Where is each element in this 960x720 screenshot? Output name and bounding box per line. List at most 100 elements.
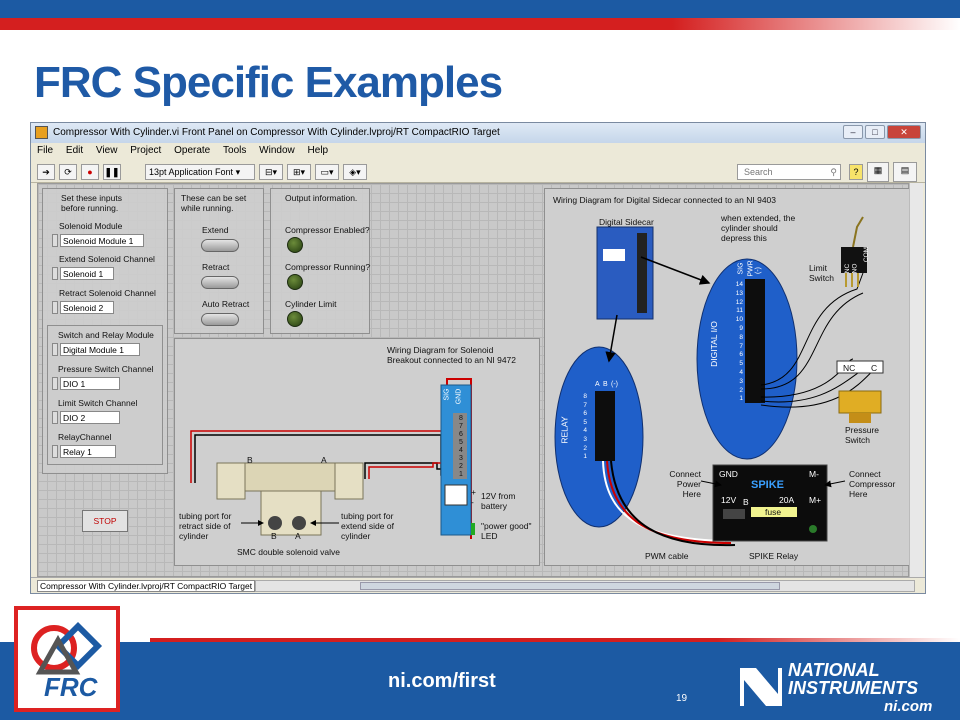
io-col-sig: SIG — [737, 262, 745, 275]
minimize-button[interactable]: – — [843, 125, 863, 139]
depress-note: when extended, the cylinder should depre… — [721, 213, 796, 243]
menu-window[interactable]: Window — [259, 145, 295, 156]
menu-tools[interactable]: Tools — [223, 145, 247, 156]
font-select-value: 13pt Application Font — [149, 167, 234, 177]
com-label: COM — [863, 246, 871, 263]
footer-url[interactable]: ni.com/first — [388, 670, 496, 692]
distribute-icon[interactable]: ⊞▾ — [287, 164, 311, 180]
search-placeholder: Search — [744, 167, 773, 177]
relay-channel-spinner[interactable] — [52, 445, 58, 458]
stop-button[interactable]: STOP — [82, 510, 128, 532]
inputs-group: Set these inputs before running. Solenoi… — [42, 188, 168, 474]
pin-1: 1 — [459, 471, 463, 478]
reorder-icon[interactable]: ◈▾ — [343, 164, 367, 180]
abort-icon[interactable]: ● — [81, 164, 99, 180]
close-button[interactable]: ✕ — [887, 125, 921, 139]
auto-retract-label: Auto Retract — [202, 299, 250, 309]
io-row: 5 — [739, 360, 743, 368]
digital-sidecar-label: Digital Sidecar — [599, 217, 654, 227]
relay-col-gnd: (-) — [611, 381, 618, 388]
vertical-scrollbar[interactable] — [909, 183, 923, 577]
resize-icon[interactable]: ▭▾ — [315, 164, 339, 180]
menu-bar: File Edit View Project Operate Tools Win… — [31, 145, 925, 161]
pressure-channel-spinner[interactable] — [52, 377, 58, 390]
labview-window: Compressor With Cylinder.vi Front Panel … — [30, 122, 926, 594]
spike-m-plus-label: M+ — [809, 495, 822, 505]
cylinder-limit-label: Cylinder Limit — [285, 299, 337, 309]
relay-row: 7 — [583, 401, 587, 409]
plus-terminal: + — [471, 487, 476, 497]
menu-edit[interactable]: Edit — [65, 145, 84, 156]
io-col-gnd: (-) — [755, 267, 762, 274]
spike-gnd-label: GND — [719, 469, 738, 479]
relay-channel-field[interactable]: Relay 1 — [60, 445, 116, 458]
menu-view[interactable]: View — [95, 145, 118, 156]
menu-project[interactable]: Project — [130, 145, 162, 156]
menu-help[interactable]: Help — [307, 145, 329, 156]
retract-channel-field[interactable]: Solenoid 2 — [60, 301, 114, 314]
search-input[interactable]: Search⚲ — [737, 164, 841, 180]
extend-channel-field[interactable]: Solenoid 1 — [60, 267, 114, 280]
retract-toggle[interactable] — [201, 276, 239, 289]
runtime-controls-group: These can be set while running. Extend R… — [174, 188, 264, 334]
switch-module-field[interactable]: Digital Module 1 — [60, 343, 140, 356]
toolbar: ➔ ⟳ ● ❚❚ 13pt Application Font ▾ ⊟▾ ⊞▾ ▭… — [31, 161, 925, 183]
solenoid-module-label: Solenoid Module — [59, 221, 123, 231]
extend-channel-spinner[interactable] — [52, 267, 58, 280]
menu-operate[interactable]: Operate — [174, 145, 211, 156]
horizontal-scrollbar[interactable] — [255, 580, 915, 592]
limit-channel-spinner[interactable] — [52, 411, 58, 424]
pressure-channel-field[interactable]: DIO 1 — [60, 377, 120, 390]
labview-icon — [35, 126, 48, 139]
io-row: 3 — [739, 377, 743, 385]
cylinder-limit-led — [287, 311, 303, 327]
pause-icon[interactable]: ❚❚ — [103, 164, 121, 180]
ni-logo: NATIONAL INSTRUMENTS ni.com — [736, 660, 946, 716]
ni-eagle-icon — [740, 668, 782, 706]
spike-label: SPIKE — [751, 479, 785, 491]
solenoid-module-field[interactable]: Solenoid Module 1 — [60, 234, 144, 247]
relay-label: RELAY — [559, 416, 570, 444]
pin-5: 5 — [459, 439, 463, 446]
run-continuous-icon[interactable]: ⟳ — [59, 164, 77, 180]
fuse-label: fuse — [765, 507, 782, 517]
limit-channel-field[interactable]: DIO 2 — [60, 411, 120, 424]
pressure-nc-label: NC — [843, 363, 856, 373]
retract-label: Retract — [202, 262, 230, 272]
retract-channel-spinner[interactable] — [52, 301, 58, 314]
solenoid-wiring-drawing — [190, 378, 475, 539]
limit-channel-label: Limit Switch Channel — [58, 398, 138, 408]
relay-row: 1 — [583, 453, 587, 461]
io-row: 2 — [739, 386, 743, 394]
switch-module-label: Switch and Relay Module — [58, 330, 154, 340]
io-row: 11 — [736, 307, 743, 315]
relay-col-b: B — [603, 381, 608, 388]
io-row-labels: 14 13 12 11 10 9 8 7 6 5 4 3 2 1 — [729, 281, 743, 404]
pin-4: 4 — [459, 447, 463, 454]
port-b-top: B — [247, 455, 253, 465]
extend-toggle[interactable] — [201, 239, 239, 252]
sig-label: SIG — [443, 388, 451, 401]
status-bar: Compressor With Cylinder.lvproj/RT Compa… — [31, 577, 925, 593]
align-icon[interactable]: ⊟▾ — [259, 164, 283, 180]
io-row: 4 — [739, 368, 743, 376]
run-arrow-icon[interactable]: ➔ — [37, 164, 55, 180]
connector-pane-icon[interactable]: ▦ — [867, 162, 889, 182]
port-b-bottom: B — [271, 531, 277, 541]
menu-file[interactable]: File — [37, 145, 54, 156]
window-title: Compressor With Cylinder.vi Front Panel … — [53, 127, 500, 138]
auto-retract-toggle[interactable] — [201, 313, 239, 326]
pressure-switch-label: Pressure Switch — [845, 425, 880, 445]
ni-logo-instruments: INSTRUMENTS — [788, 678, 918, 698]
horizontal-scroll-thumb[interactable] — [360, 582, 780, 590]
font-select[interactable]: 13pt Application Font ▾ — [145, 164, 255, 180]
solenoid-module-spinner[interactable] — [52, 234, 58, 247]
slide-title: FRC Specific Examples — [34, 58, 503, 107]
vi-icon[interactable]: ▤ — [893, 162, 917, 182]
switch-module-spinner[interactable] — [52, 343, 58, 356]
spike-m-minus-label: M- — [809, 469, 819, 479]
help-icon[interactable]: ? — [849, 164, 863, 180]
io-row: 6 — [739, 351, 743, 359]
limit-switch-label: Limit Switch — [809, 263, 835, 283]
maximize-button[interactable]: □ — [865, 125, 885, 139]
